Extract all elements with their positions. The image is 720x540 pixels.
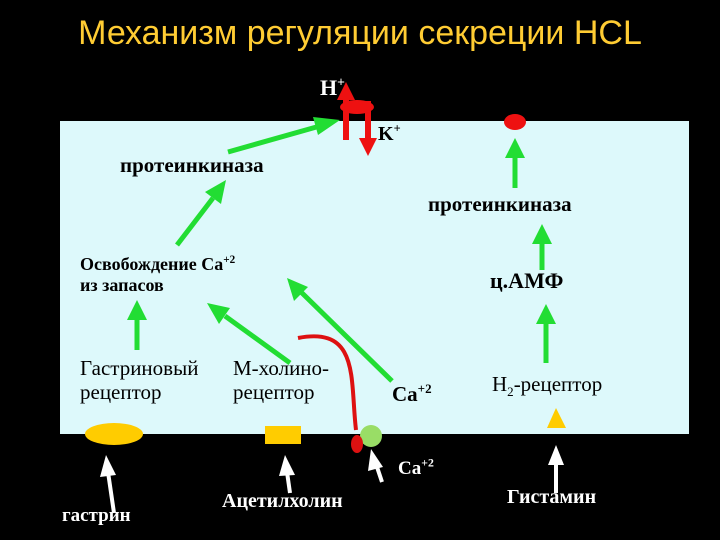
pump-body [340, 100, 374, 114]
gastrin-label: гастрин [62, 505, 131, 526]
h-ion-label: H+ [320, 74, 345, 100]
acetylcholine-label: Ацетилхолин [222, 490, 343, 512]
h-arrow-head [337, 82, 355, 100]
ca-release-label: Освобождение Ca+2 из запасов [80, 254, 236, 295]
k-ion-label: K+ [378, 121, 401, 145]
h2-receptor [547, 408, 566, 428]
arrow-m-receptor-to-ca-release [223, 313, 292, 366]
m-receptor-label: М-холино- рецептор [233, 356, 330, 405]
histamine-label: Гистамин [507, 486, 597, 508]
camp-label: ц.АМФ [490, 268, 564, 293]
gastrin-receptor-label: Гастриновый рецептор [80, 356, 199, 405]
ca-outside-label: Ca+2 [398, 456, 434, 479]
arrow-proteinkinase-to-pump [227, 123, 321, 155]
m-receptor-red-curve [297, 334, 358, 431]
arrow-gastrin-to-receptor [106, 471, 116, 514]
green-arrows [127, 117, 556, 383]
m-cholinoreceptor [265, 426, 301, 444]
k-arrow-head [359, 138, 377, 156]
ca-channel [360, 425, 382, 447]
white-arrows [100, 445, 564, 514]
gastrin-receptor [85, 423, 143, 445]
arrow-ca-release-to-proteinkinase [175, 196, 215, 247]
arrow-acetylcholine-to-receptor [285, 471, 292, 494]
arrow-ca-to-ca-release [299, 290, 394, 383]
proteinkinase-right-label: протеинкиназа [428, 192, 572, 216]
ca-inside-label: Ca+2 [392, 381, 432, 406]
parietal-cell [60, 121, 689, 434]
page-title: Механизм регуляции секреции HCL [78, 14, 642, 52]
effector-red-oval [504, 114, 526, 130]
channel-red-end [351, 435, 363, 453]
proteinkinase-left-label: протеинкиназа [120, 153, 264, 177]
h2-receptor-label: H2-рецептор [492, 372, 603, 400]
